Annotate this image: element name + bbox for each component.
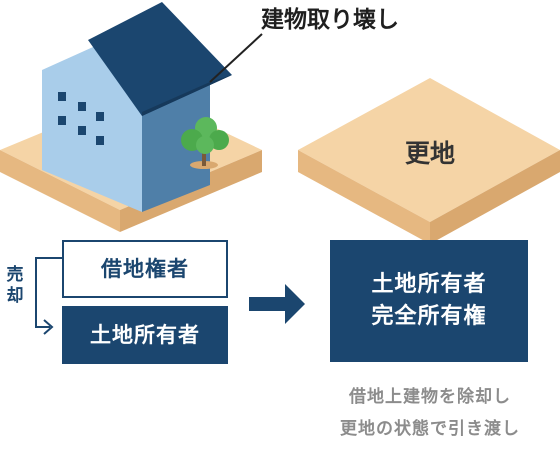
vacant-land-label: 更地 — [405, 139, 455, 168]
leader-line — [209, 33, 263, 83]
house-roof — [88, 2, 232, 116]
tree-icon — [181, 117, 229, 169]
landowner-label: 土地所有者 — [90, 322, 200, 347]
sale-label-char-1: 売 — [6, 265, 24, 285]
landowner-box: 土地所有者 — [62, 306, 228, 364]
land-tile-right — [298, 78, 560, 244]
result-box: 土地所有者 完全所有権 — [330, 240, 528, 362]
result-line-1: 土地所有者 — [371, 272, 487, 298]
house-illustration — [42, 2, 232, 212]
caption-line-1: 借地上建物を除却し — [349, 387, 511, 407]
sale-label-char-2: 却 — [6, 286, 24, 306]
house-windows — [58, 92, 104, 145]
arrow-right-icon — [249, 284, 305, 324]
sale-label: 売 却 — [3, 265, 27, 307]
result-line-2: 完全所有権 — [371, 304, 487, 329]
caption-line-2: 更地の状態で引き渡し — [340, 419, 520, 439]
leaseholder-label: 借地権者 — [101, 256, 189, 281]
demolition-label: 建物取り壊し — [261, 6, 399, 33]
sale-bracket — [35, 257, 62, 335]
leaseholder-box: 借地権者 — [62, 240, 228, 298]
